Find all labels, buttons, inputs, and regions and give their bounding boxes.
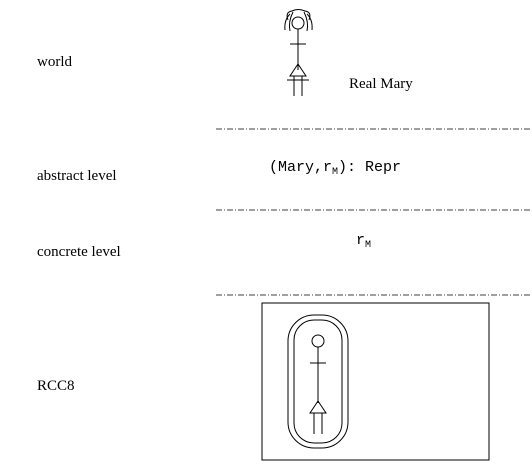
rcc8-outer-region: [287, 314, 349, 449]
label-rcc8: RCC8: [37, 378, 75, 394]
concrete-repr-var: r: [356, 232, 366, 249]
rcc8-inner-region: [293, 319, 343, 444]
abstract-prefix: (Mary,: [269, 159, 324, 176]
concrete-repr-sub: M: [365, 240, 372, 251]
label-concrete-level: concrete level: [37, 244, 121, 260]
real-mary-label: Real Mary: [349, 76, 413, 92]
abstract-repr-sub: M: [332, 167, 339, 178]
concrete-expression: rM: [356, 232, 371, 251]
mary-stick-figure-icon: [284, 9, 313, 96]
abstract-repr-var: r: [323, 159, 333, 176]
region-with-figure-icon: [261, 302, 490, 461]
label-world: world: [37, 54, 72, 70]
abstract-suffix: ): Repr: [338, 159, 402, 176]
label-abstract-level: abstract level: [37, 168, 117, 184]
rcc8-outer-box: [261, 302, 490, 461]
abstract-expression: (Mary,rM): Repr: [269, 159, 401, 178]
